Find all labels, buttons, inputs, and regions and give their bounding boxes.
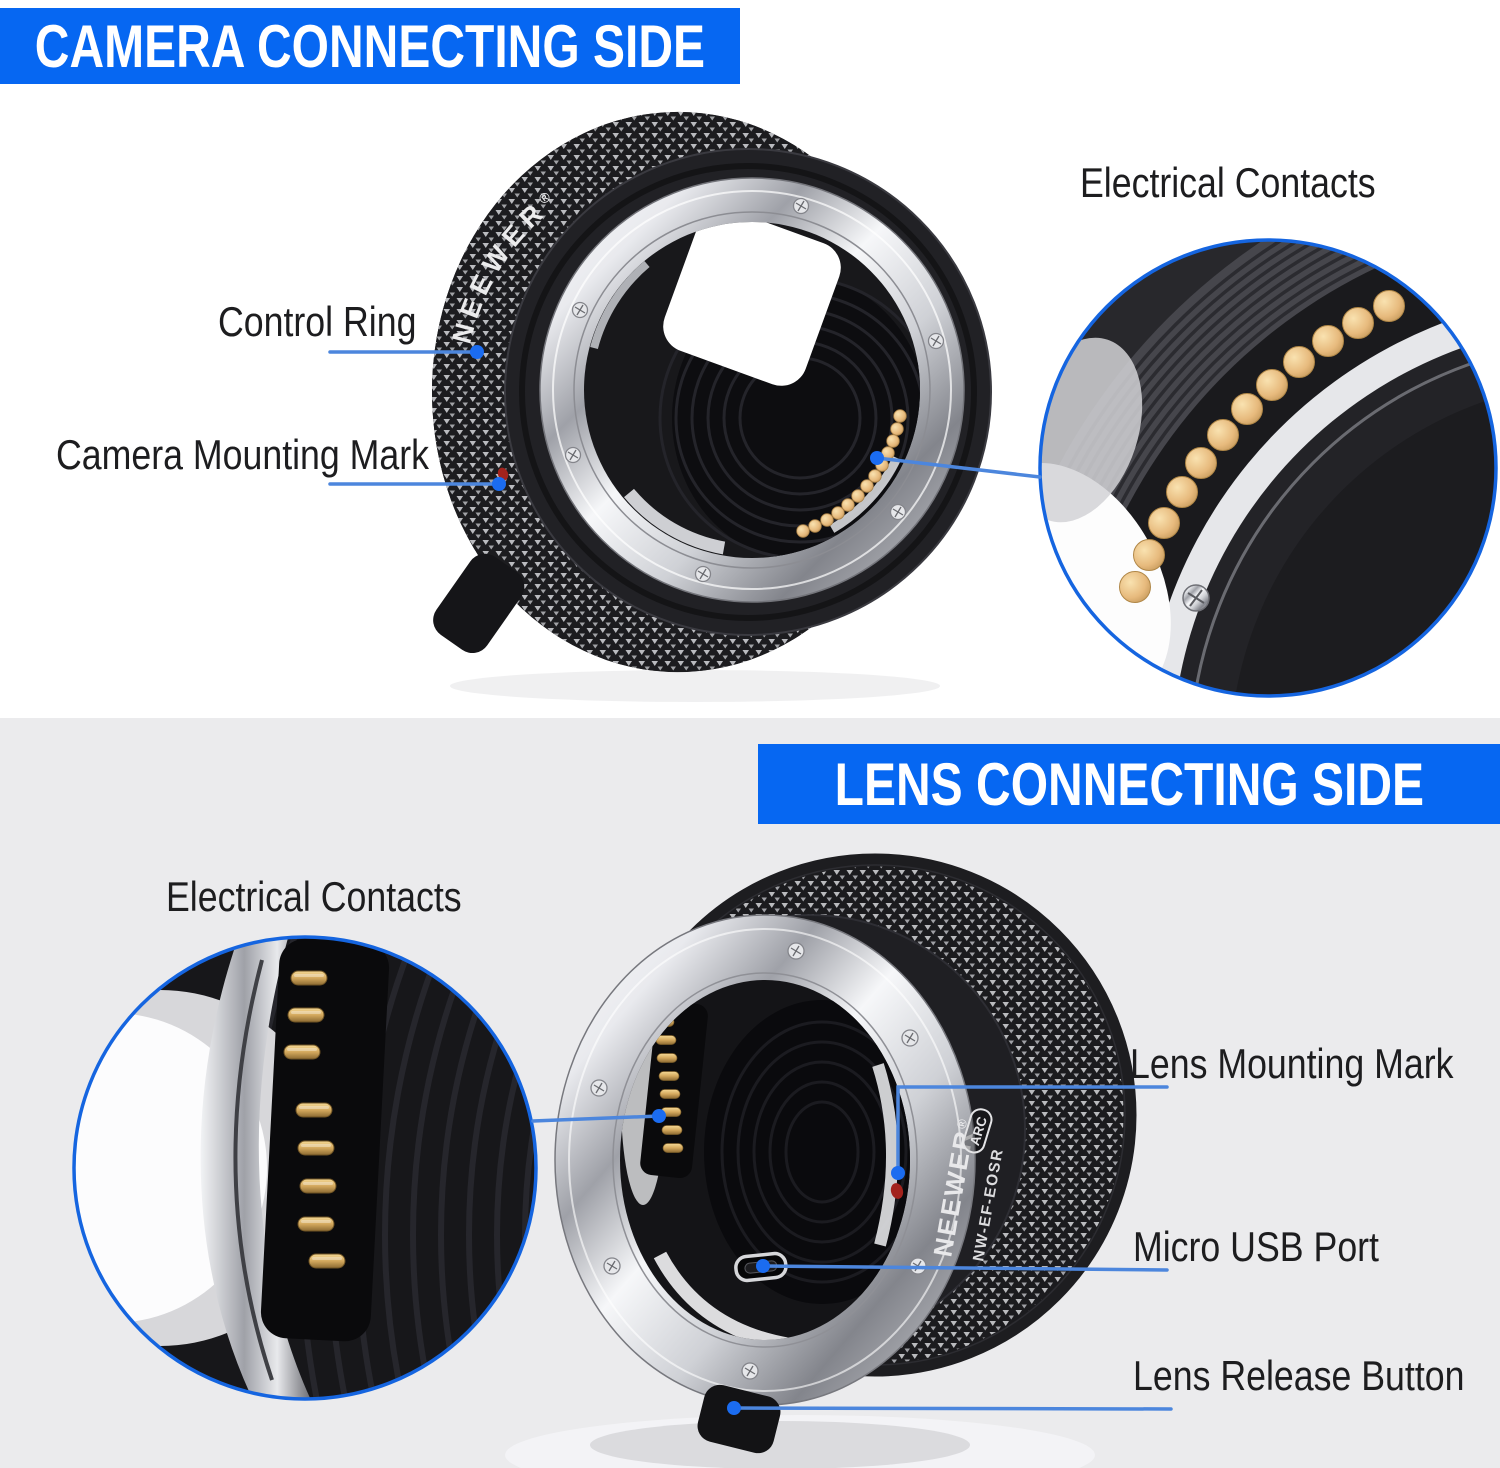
mount-screws	[564, 197, 945, 583]
callout-dot	[652, 1109, 666, 1123]
adapter-reflection-dark	[590, 1421, 970, 1468]
callout-dots	[470, 345, 905, 1415]
lens-mounting-mark-icon	[890, 1183, 904, 1199]
inset-border-circle	[1038, 238, 1498, 698]
lens-release-button-icon	[697, 1384, 781, 1454]
label-control-ring: Control Ring	[218, 298, 417, 345]
camera-side-adapter-photo: NEEWER®	[432, 111, 992, 702]
label-electrical-contacts-top: Electrical Contacts	[1080, 159, 1376, 206]
adapter-shadow	[450, 670, 940, 702]
electrical-contacts-inset-top	[1038, 238, 1498, 698]
label-electrical-contacts-bottom: Electrical Contacts	[166, 873, 462, 920]
callout-dot	[891, 1166, 905, 1180]
electrical-contacts-zoom-icon	[1119, 290, 1405, 603]
label-micro-usb-port: Micro USB Port	[1133, 1223, 1379, 1270]
front-ring-groove	[519, 163, 977, 621]
arc-badge: ARC	[962, 1108, 993, 1154]
inset-border-circle	[72, 935, 538, 1401]
chrome-inner-line	[573, 211, 931, 569]
lens-side-banner-text: LENS CONNECTING SIDE	[834, 750, 1424, 818]
lens-mounting-mark-callout-line	[896, 1085, 1169, 1174]
front-ring-edge	[504, 148, 992, 636]
release-latch-tab	[433, 553, 525, 654]
inset-screw	[1182, 584, 1210, 612]
adapter-opening	[663, 222, 841, 386]
electrical-contacts-icon	[796, 409, 907, 538]
lens-side-adapter-photo: NEEWER® NW-EF-EOSR ARC	[505, 853, 1137, 1468]
mount-interior-detail	[590, 222, 920, 558]
chrome-inner-line	[612, 972, 918, 1348]
lens-release-callout-line	[732, 1406, 1173, 1411]
electrical-contacts-callout-line-top	[875, 456, 1042, 479]
contacts-plate-zoom	[260, 938, 390, 1342]
callout-dot	[492, 477, 506, 491]
micro-usb-callout-line	[761, 1264, 1169, 1272]
mount-interior-detail	[621, 995, 910, 1340]
callouts	[328, 350, 1173, 1411]
callout-dot	[727, 1401, 741, 1415]
knurl-texture	[595, 860, 1130, 1370]
callout-dot	[870, 451, 884, 465]
electrical-contacts-zoom-icon	[283, 970, 346, 1269]
mount-screws	[590, 942, 927, 1380]
label-camera-mounting-mark: Camera Mounting Mark	[56, 431, 430, 478]
chrome-edge	[539, 177, 965, 603]
label-lens-mounting-mark: Lens Mounting Mark	[1130, 1040, 1454, 1087]
electrical-contacts-inset-bottom	[72, 935, 538, 1401]
chrome-highlight	[552, 190, 952, 590]
brand-reg-mark: ®	[954, 1115, 971, 1130]
electrical-contacts-callout-line-bottom	[531, 1114, 661, 1123]
camera-side-banner: CAMERA CONNECTING SIDE	[0, 8, 740, 84]
chrome-highlight	[568, 928, 962, 1392]
callout-dot	[470, 345, 484, 359]
chrome-sliver	[200, 938, 310, 1398]
lens-side-banner: LENS CONNECTING SIDE	[758, 744, 1500, 824]
label-lens-release-button: Lens Release Button	[1133, 1352, 1465, 1399]
callout-dot	[756, 1259, 770, 1273]
camera-side-banner-text: CAMERA CONNECTING SIDE	[34, 12, 706, 80]
